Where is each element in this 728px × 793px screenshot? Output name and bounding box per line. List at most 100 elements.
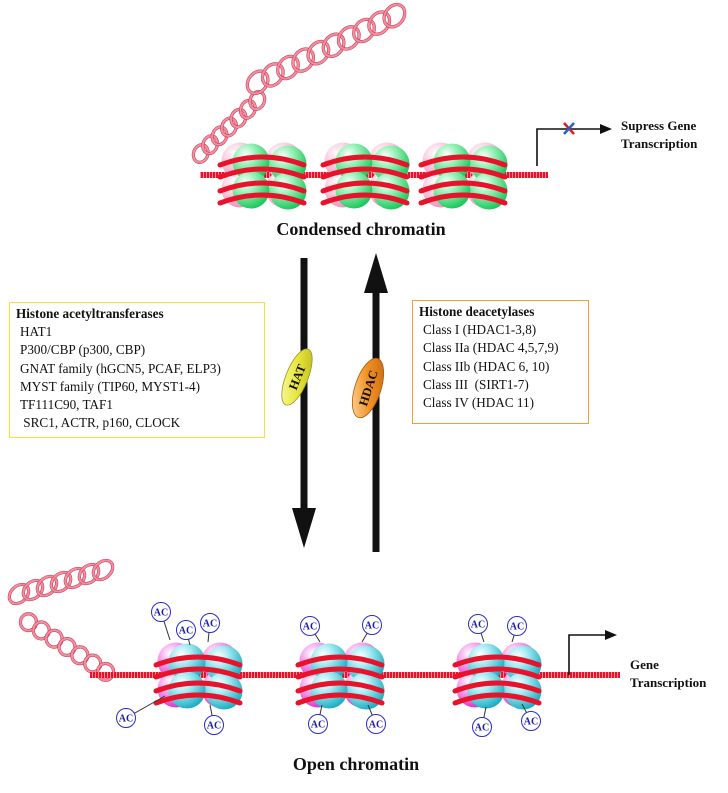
acetyl-group: AC bbox=[204, 704, 224, 735]
dna-wrap bbox=[217, 154, 307, 168]
dna-wrap bbox=[153, 666, 243, 680]
acetyl-circle bbox=[468, 614, 488, 634]
open-nucleosomes bbox=[153, 642, 542, 710]
acetyl-label: AC bbox=[369, 720, 383, 731]
dna-wrap bbox=[217, 180, 307, 194]
suppress-transcription-label: Supress Gene Transcription bbox=[621, 118, 698, 151]
dna-wrap bbox=[295, 666, 385, 680]
acetyl-circle bbox=[362, 615, 382, 635]
dna-wrap bbox=[217, 192, 307, 206]
nucleosome-open bbox=[452, 642, 542, 710]
histone-core bbox=[168, 671, 206, 709]
helix-turn-face bbox=[276, 55, 300, 80]
acetyl-label: AC bbox=[119, 714, 133, 725]
acetyl-group: AC bbox=[361, 615, 382, 643]
condensed-nucleosomes bbox=[217, 142, 508, 210]
acetyl-circle bbox=[204, 715, 224, 735]
acetyl-label: AC bbox=[203, 619, 217, 630]
acetyl-tags: AC AC AC AC AC AC AC AC AC AC AC AC AC bbox=[116, 602, 541, 737]
helix-turn-face bbox=[246, 70, 270, 95]
hat-item: HAT1 bbox=[20, 324, 53, 340]
dna-wrap bbox=[418, 154, 508, 168]
helix-lower-segment bbox=[18, 612, 116, 682]
dna-wrap bbox=[418, 192, 508, 206]
gene-transcription-label: Gene Transcription bbox=[630, 657, 707, 690]
acetyl-group: AC bbox=[308, 704, 328, 734]
dna-wrap bbox=[153, 692, 243, 706]
histone-core bbox=[335, 171, 373, 209]
dna-wrap bbox=[452, 680, 542, 694]
histone-core bbox=[467, 671, 505, 709]
dna-wrap bbox=[320, 154, 410, 168]
dna-wrap bbox=[452, 692, 542, 706]
histone-deacetylases-box: Histone deacetylases Class I (HDAC1-3,8)… bbox=[412, 300, 589, 424]
acetyl-circle bbox=[366, 714, 386, 734]
nucleosome-open bbox=[153, 642, 243, 710]
histone-core bbox=[310, 671, 348, 709]
histone-core bbox=[232, 171, 270, 209]
hdac-item: Class I (HDAC1-3,8) bbox=[423, 322, 537, 338]
hat-item: SRC1, ACTR, p160, CLOCK bbox=[20, 415, 181, 431]
hat-item: MYST family (TIP60, MYST1-4) bbox=[20, 378, 200, 394]
acetyl-label: AC bbox=[524, 717, 538, 728]
acetyl-label: AC bbox=[154, 608, 168, 619]
acetyl-label: AC bbox=[207, 721, 221, 732]
acetyl-label: AC bbox=[365, 621, 379, 632]
dna-wrap bbox=[320, 166, 410, 180]
dna-wrap bbox=[320, 180, 410, 194]
acetyl-label: AC bbox=[303, 622, 317, 633]
helix-turn-face bbox=[306, 40, 330, 65]
histone-tail-helix-top bbox=[191, 2, 407, 164]
hdac-item: Class IV (HDAC 11) bbox=[423, 395, 534, 411]
helix-turn-face bbox=[261, 62, 285, 88]
acetyl-group: AC bbox=[176, 620, 196, 646]
hat-down-arrow bbox=[292, 258, 316, 548]
hdac-item: Class IIb (HDAC 6, 10) bbox=[423, 358, 550, 374]
acetyl-circle bbox=[507, 616, 527, 636]
dna-wrap bbox=[418, 180, 508, 194]
hat-item: TF111C90, TAF1 bbox=[20, 397, 113, 413]
hat-item: P300/CBP (p300, CBP) bbox=[20, 342, 146, 358]
helix-turn-face bbox=[96, 662, 115, 682]
acetyl-group: AC bbox=[151, 602, 171, 641]
dna-wrap bbox=[153, 680, 243, 694]
helix-upper-segment bbox=[7, 558, 115, 606]
nucleosome-condensed bbox=[320, 142, 410, 210]
helix-upper-segment bbox=[245, 2, 407, 96]
hat-enzyme-badge: HAT bbox=[281, 348, 313, 406]
helix-turn-face bbox=[352, 18, 376, 43]
dna-wrap bbox=[295, 654, 385, 668]
acetyl-label: AC bbox=[471, 620, 485, 631]
helix-turn-face bbox=[92, 559, 114, 581]
acetyl-group: AC bbox=[468, 614, 488, 643]
dna-wrap bbox=[217, 166, 307, 180]
histone-tail-helix-bottom bbox=[7, 558, 116, 682]
acetyl-group: AC bbox=[507, 616, 527, 643]
dna-strand-top bbox=[200, 172, 548, 178]
histone-core bbox=[433, 171, 471, 209]
helix-turn-face bbox=[322, 33, 346, 58]
acetyl-label: AC bbox=[311, 720, 325, 731]
dna-wrap bbox=[295, 692, 385, 706]
acetyl-circle bbox=[308, 714, 328, 734]
dna-wrap bbox=[418, 166, 508, 180]
open-chromatin-title: Open chromatin bbox=[292, 754, 420, 774]
hat-item: GNAT family (hGCN5, PCAF, ELP3) bbox=[20, 360, 221, 376]
dna-wrap bbox=[153, 654, 243, 668]
helix-lower-segment bbox=[191, 90, 267, 164]
acetyl-group: AC bbox=[300, 616, 321, 643]
helix-turn-face bbox=[291, 47, 315, 73]
acetyl-group: AC bbox=[472, 706, 492, 737]
acetyl-group: AC bbox=[366, 704, 386, 734]
acetyl-circle bbox=[521, 711, 541, 731]
acetyl-label: AC bbox=[510, 622, 524, 633]
helix-turn-face bbox=[367, 10, 391, 36]
hdac-up-arrow bbox=[364, 253, 388, 552]
acetyl-circle bbox=[472, 717, 492, 737]
acetyl-group: AC bbox=[200, 613, 220, 643]
nucleosome-open bbox=[295, 642, 385, 710]
helix-turn-face bbox=[337, 25, 361, 51]
block-x-icon bbox=[563, 122, 575, 135]
acetyl-circle bbox=[200, 613, 220, 633]
